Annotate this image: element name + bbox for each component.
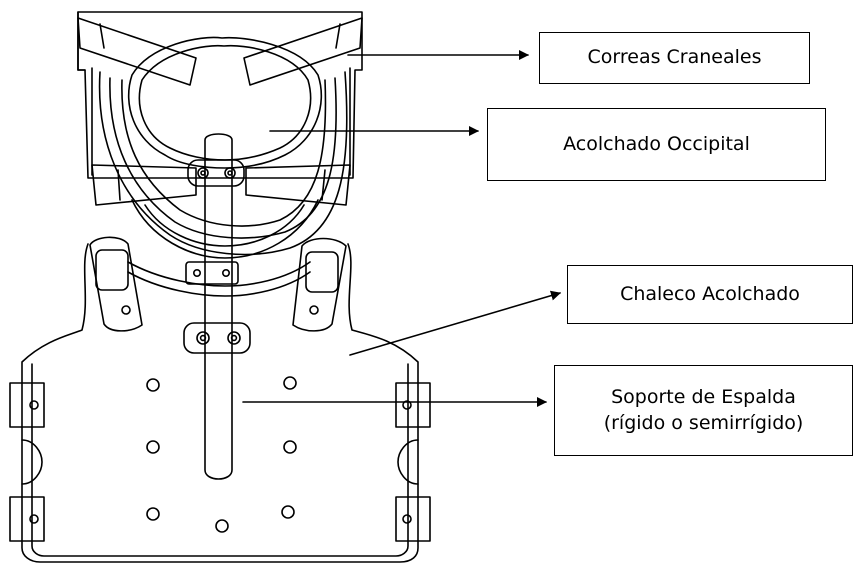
label-soporte-espalda: Soporte de Espalda (rígido o semirrígido…: [554, 365, 853, 456]
occipital-pad: [127, 36, 323, 169]
yoke: [127, 261, 311, 297]
shoulder-right: [292, 237, 347, 332]
back-support: [183, 133, 251, 480]
leader-chaleco: [349, 290, 561, 356]
label-correas-craneales: Correas Craneales: [539, 32, 810, 84]
label-chaleco-acolchado: Chaleco Acolchado: [567, 265, 853, 324]
halo-rings: [131, 199, 319, 259]
cranial-straps: [77, 17, 363, 86]
shoulder-left: [89, 236, 143, 332]
head-frame: [77, 11, 363, 256]
horizontal-strap: [91, 164, 351, 206]
label-acolchado-occipital: Acolchado Occipital: [487, 108, 826, 181]
padded-vest: [9, 243, 431, 563]
